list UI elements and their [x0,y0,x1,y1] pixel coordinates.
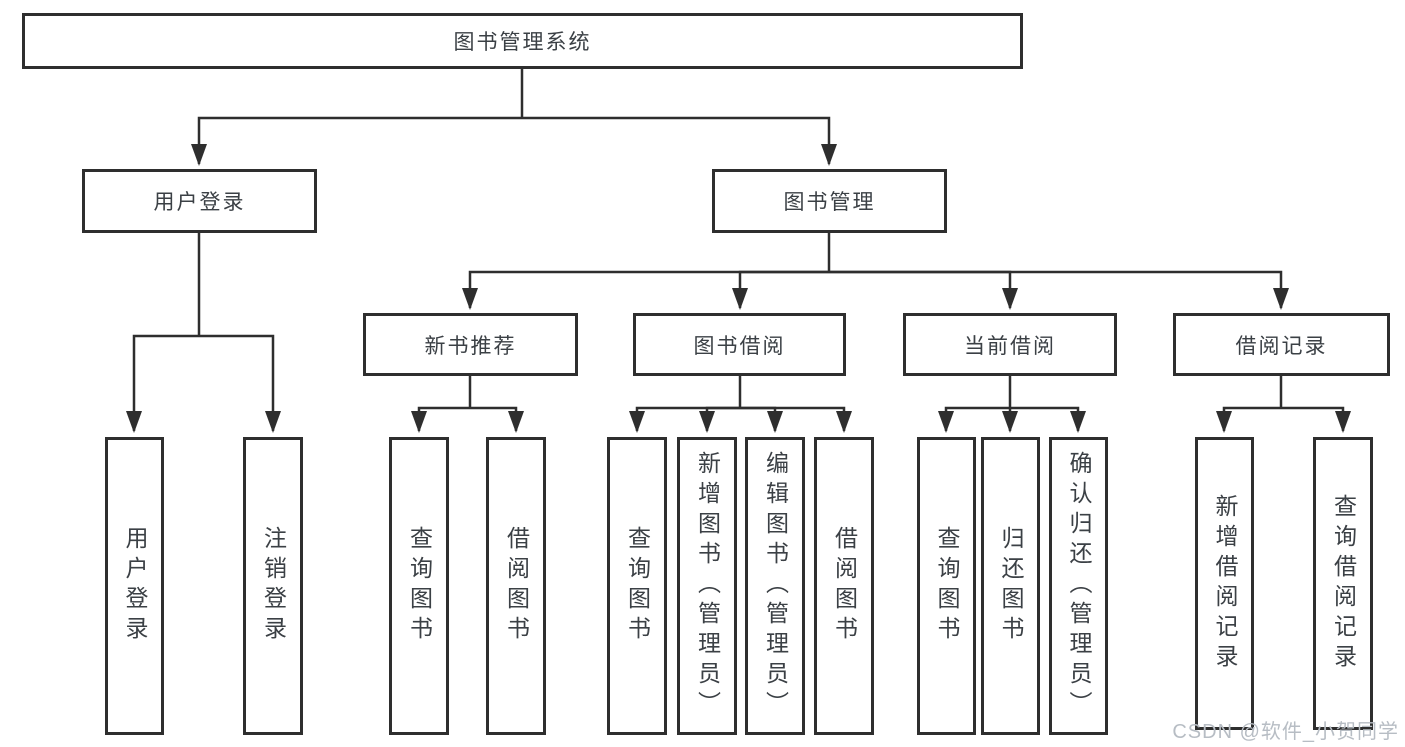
node-user-login: 用户登录 [82,169,317,233]
leaf-records-query-record: 查询借阅记录 [1313,437,1373,730]
node-label: 借阅记录 [1235,334,1328,358]
leaf-current-return-books: 归还图书 [981,437,1040,735]
node-label: 图书借阅 [693,334,786,358]
leaf-label: 查询图书 [624,526,651,646]
leaf-label: 确认归还（管理员） [1066,451,1092,721]
leaf-recommend-borrow-books: 借阅图书 [486,437,546,735]
node-library-management-system: 图书管理系统 [22,13,1023,69]
leaf-label: 借阅图书 [503,526,530,646]
leaf-borrowing-add-books-admin: 新增图书（管理员） [677,437,737,735]
leaf-borrowing-borrow-books: 借阅图书 [814,437,874,735]
leaf-label: 用户登录 [122,526,148,646]
leaf-label: 查询图书 [934,526,960,646]
leaf-current-confirm-return-admin: 确认归还（管理员） [1049,437,1108,735]
node-label: 图书管理系统 [453,31,592,54]
leaf-label: 借阅图书 [831,526,858,646]
node-borrowing-records: 借阅记录 [1173,313,1390,376]
node-label: 图书管理 [783,191,876,214]
node-label: 用户登录 [153,191,246,214]
leaf-records-add-record: 新增借阅记录 [1195,437,1254,730]
leaf-user-login: 用户登录 [105,437,164,735]
leaf-current-query-books: 查询图书 [917,437,976,735]
node-label: 当前借阅 [964,334,1056,358]
node-current-borrowing: 当前借阅 [903,313,1117,376]
leaf-label: 注销登录 [260,526,287,646]
node-new-book-recommend: 新书推荐 [363,313,578,376]
csdn-watermark: CSDN @软件_小贺同学 [1172,721,1399,743]
leaf-label: 新增图书（管理员） [694,451,721,721]
leaf-borrowing-edit-books-admin: 编辑图书（管理员） [745,437,805,735]
leaf-label: 归还图书 [998,526,1024,646]
leaf-recommend-query-books: 查询图书 [389,437,449,735]
leaf-label: 新增借阅记录 [1212,493,1238,674]
node-book-management: 图书管理 [712,169,947,233]
leaf-label: 编辑图书（管理员） [762,451,789,721]
leaf-label: 查询图书 [406,526,433,646]
leaf-logout: 注销登录 [243,437,303,735]
leaf-label: 查询借阅记录 [1330,493,1357,674]
node-book-borrowing: 图书借阅 [633,313,846,376]
node-label: 新书推荐 [424,334,517,358]
leaf-borrowing-query-books: 查询图书 [607,437,667,735]
